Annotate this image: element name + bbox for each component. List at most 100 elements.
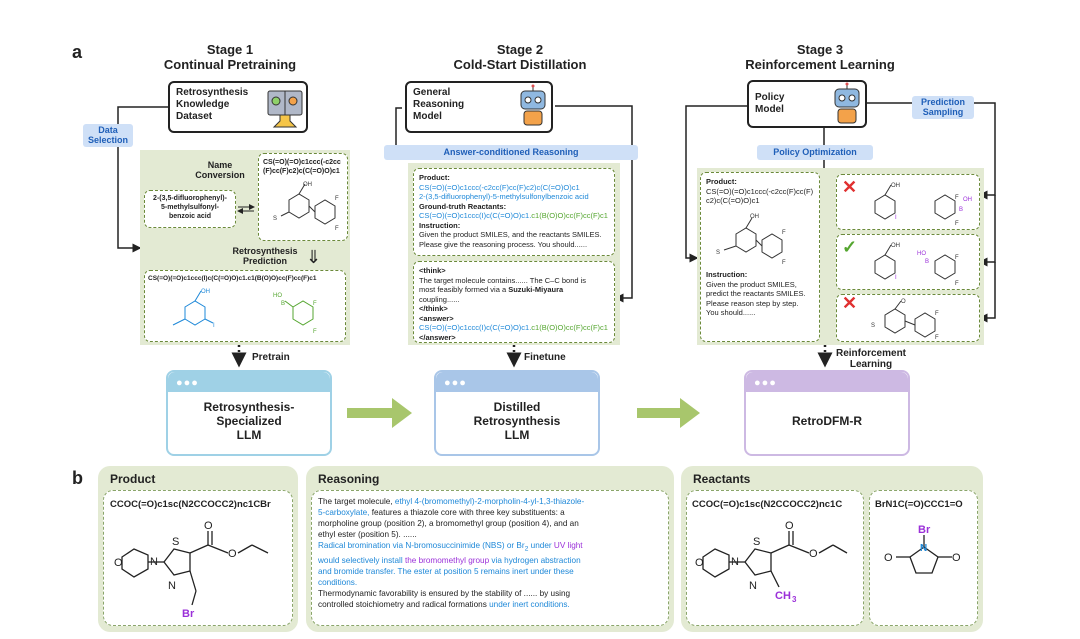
- svg-text:S: S: [273, 216, 277, 222]
- svg-text:OH: OH: [891, 243, 900, 249]
- svg-text:I: I: [895, 215, 897, 221]
- iupac-line3: benzoic acid: [168, 213, 211, 220]
- svg-text:O: O: [785, 520, 794, 532]
- s2-gt-smiles-b: c1(B(O)O)cc(F)cc(F)c1: [531, 211, 608, 220]
- s3-instr-label: Instruction:: [706, 270, 748, 279]
- stage1-title-line1: Stage 1: [206, 42, 254, 57]
- s2-think-line1: The target molecule contains...... The C…: [419, 275, 587, 285]
- svg-text:S: S: [716, 250, 720, 256]
- policy-model-line1: Policy: [755, 92, 785, 103]
- r-l2-c: features a thiazole core with three key …: [371, 508, 565, 517]
- stage2-right-line: [555, 105, 633, 303]
- svg-text:Br: Br: [182, 608, 195, 620]
- svg-text:O: O: [695, 557, 704, 569]
- iupac-line2: 5-methylsulfonyl-: [161, 204, 219, 211]
- svg-text:HO: HO: [273, 293, 282, 299]
- llm3-name: RetroDFM-R: [792, 414, 862, 428]
- s2-think-bold: Suzuki-Miyaura: [508, 285, 564, 294]
- s2-instr-line1: Given the product SMILES, and the reacta…: [419, 230, 602, 239]
- svg-text:F: F: [335, 196, 339, 202]
- svg-text:B: B: [925, 259, 929, 265]
- reasoning-model-box: General Reasoning Model: [405, 81, 553, 133]
- s2-instr-line2: Please give the reasoning process. You s…: [419, 239, 588, 249]
- llm1-name-line3: LLM: [236, 428, 262, 442]
- name-conversion-line2: Conversion: [195, 170, 245, 180]
- s2-product-label: Product:: [419, 173, 450, 182]
- llm1-name: Retrosynthesis- Specialized LLM: [168, 400, 330, 442]
- robot-icon: [834, 82, 860, 124]
- llm2-name-line2: Retrosynthesis: [473, 414, 561, 428]
- reactants-panel: Reactants CCOC(=O)c1sc(N2CCOCC2)nc1C O N…: [681, 466, 983, 632]
- svg-text:F: F: [955, 255, 959, 261]
- prediction-sampling-line2: Sampling: [922, 107, 964, 117]
- s2-gt-label: Ground-truth Reactants:: [419, 201, 507, 211]
- svg-text:OH: OH: [963, 197, 972, 203]
- svg-text:O: O: [204, 520, 213, 532]
- r-l1-b: ethyl 4-(bromomethyl)-2-morpholin-4-yl-1…: [394, 497, 585, 506]
- reactant2-inner: BrN1C(=O)CCC1=O Br N O O: [869, 490, 978, 626]
- pretrain-label: Pretrain: [252, 352, 290, 363]
- llm3-titlebar: ●●●: [746, 372, 908, 392]
- r-l6-a: would selectively install: [318, 555, 403, 565]
- svg-text:F: F: [782, 260, 786, 266]
- stage2-title: Stage 2 Cold-Start Distillation: [420, 42, 620, 72]
- stage1-selection-line: [117, 106, 168, 253]
- svg-text:3: 3: [792, 595, 797, 604]
- s2-instr-label: Instruction:: [419, 220, 461, 230]
- s3-instr-line2: predict the reactants SMILES.: [706, 289, 806, 298]
- stage2-prompt-box: Product: CS(=O)(=O)c1ccc(-c2cc(F)cc(F)c2…: [413, 168, 615, 256]
- svg-text:F: F: [955, 281, 959, 287]
- llm2-titlebar: ●●●: [436, 372, 598, 392]
- panel-letter-a: a: [72, 42, 83, 62]
- s3-product-molecule: OH S F F: [716, 214, 786, 266]
- product-structure: O N S N O O Br: [114, 520, 269, 620]
- retrodfm-r-llm: ●●● RetroDFM-R: [744, 370, 910, 456]
- s2-think-open: <think>: [419, 266, 446, 275]
- svg-text:F: F: [955, 221, 959, 227]
- retro-specialized-llm: ●●● Retrosynthesis- Specialized LLM: [166, 370, 332, 456]
- svg-text:F: F: [935, 311, 939, 317]
- product-smiles-box: CS(=O)(=O)c1ccc(-c2cc (F)cc(F)c2)c(C(=O)…: [258, 153, 348, 241]
- svg-text:F: F: [313, 329, 317, 335]
- svg-text:O: O: [952, 552, 961, 564]
- s3-instr-line3: Please reason step by step.: [706, 298, 799, 308]
- svg-text:I: I: [213, 323, 215, 329]
- r-l6-b: the bromomethyl group: [404, 555, 490, 565]
- reactants-title: Reactants: [693, 472, 751, 486]
- svg-text:OH: OH: [750, 214, 759, 220]
- reaction-smiles: CS(=O)(=O)c1ccc(I)c(C(=O)O)c1.c1(B(O)O)c…: [148, 275, 317, 282]
- llm2-name-line1: Distilled: [493, 400, 541, 414]
- green-arrow-1: [347, 398, 412, 428]
- s2-answer-smiles-a: CS(=O)(=O)c1ccc(I)c(C(=O)O)c1.: [419, 323, 532, 332]
- reaction-box: CS(=O)(=O)c1ccc(I)c(C(=O)O)c1.c1(B(O)O)c…: [144, 270, 346, 342]
- stage2-title-line2: Cold-Start Distillation: [453, 57, 587, 72]
- r-l5-a: Radical bromination via N-bromosuccinimi…: [318, 541, 525, 550]
- reasoning-panel: Reasoning The target molecule, ethyl 4-(…: [306, 466, 674, 632]
- svg-text:OH: OH: [891, 183, 900, 189]
- svg-text:F: F: [313, 301, 317, 307]
- svg-text:O: O: [114, 557, 123, 569]
- product-smiles: CCOC(=O)c1sc(N2CCOCC2)nc1CBr: [110, 499, 271, 510]
- window-dots-icon: ●●●: [444, 377, 467, 389]
- svg-text:N: N: [731, 556, 739, 568]
- svg-text:F: F: [782, 230, 786, 236]
- s2-answer-smiles-b: c1(B(O)O)cc(F)cc(F)c1: [531, 323, 608, 332]
- reasoning-title: Reasoning: [318, 472, 380, 486]
- stage3-title: Stage 3 Reinforcement Learning: [720, 42, 920, 72]
- svg-text:S: S: [172, 536, 179, 548]
- s2-think-line2: most feasibly formed via a: [419, 285, 507, 294]
- stage3-left-line: [685, 105, 747, 263]
- reasoning-model-line1: General: [413, 87, 451, 98]
- reactant2-smiles: BrN1C(=O)CCC1=O: [875, 499, 963, 510]
- llm1-name-line1: Retrosynthesis-: [203, 400, 295, 414]
- svg-text:B: B: [959, 207, 963, 213]
- s3-instr-line4: You should......: [706, 308, 756, 317]
- rl-label-line2: Learning: [849, 359, 893, 370]
- cross-icon: ✕: [842, 177, 858, 197]
- product-smiles-text: CS(=O)(=O)c1ccc(-c2cc (F)cc(F)c2)c(C(=O)…: [263, 158, 341, 176]
- product-molecule-drawing: OH S F F: [273, 182, 339, 232]
- robot-icon: [520, 84, 546, 126]
- svg-text:F: F: [955, 195, 959, 201]
- retro-prediction-line2: Prediction: [242, 256, 287, 266]
